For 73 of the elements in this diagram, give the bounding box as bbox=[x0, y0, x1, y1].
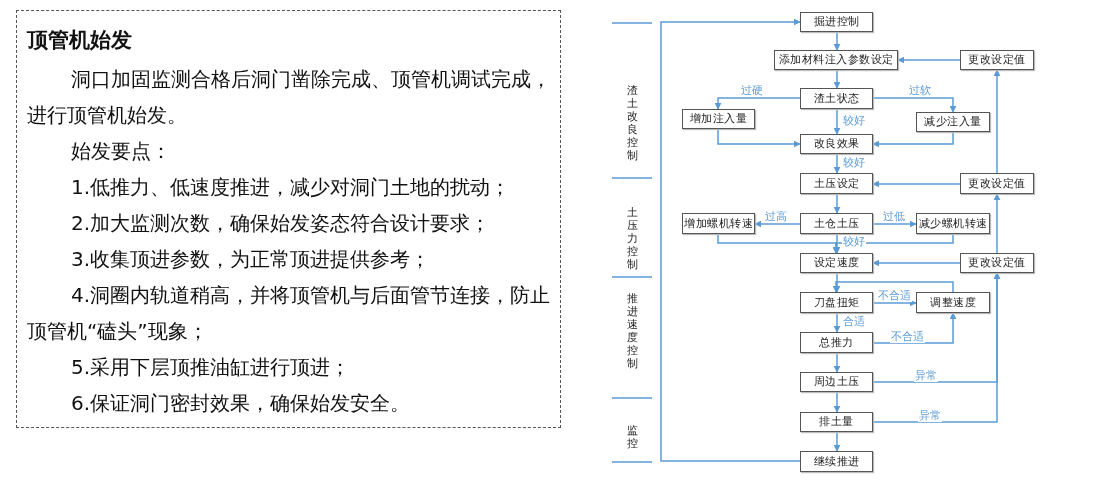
arrow bbox=[717, 128, 801, 148]
process-box: 更改设定值 bbox=[960, 173, 1034, 194]
edge-label: 不合适 bbox=[877, 289, 912, 302]
arrow bbox=[872, 299, 917, 307]
process-box: 调整速度 bbox=[916, 292, 990, 313]
process-box: 土仓土压 bbox=[800, 213, 873, 234]
arrow bbox=[872, 312, 957, 344]
arrow bbox=[754, 220, 801, 228]
process-box: 添加材料注入参数设定 bbox=[774, 50, 898, 70]
process-box: 总推力 bbox=[800, 332, 873, 353]
process-box: 减少注入量 bbox=[916, 112, 990, 132]
edge-label: 不合适 bbox=[890, 330, 925, 343]
edge-label: 合适 bbox=[842, 315, 866, 328]
list-item: 2.加大监测次数，确保始发姿态符合设计要求； bbox=[70, 210, 492, 237]
process-box: 刀盘扭矩 bbox=[800, 292, 873, 313]
section-label: 监控 bbox=[626, 424, 638, 450]
arrow bbox=[872, 131, 954, 148]
process-box: 渣土状态 bbox=[800, 88, 873, 109]
edge-label: 较好 bbox=[842, 156, 866, 169]
arrow bbox=[993, 69, 1001, 174]
edge-label: 异常 bbox=[918, 409, 942, 422]
process-box: 土压设定 bbox=[800, 173, 873, 194]
arrow bbox=[872, 97, 957, 113]
paragraph: 洞口加固监测合格后洞门凿除完成、顶管机调试完成，进行顶管机始发。 bbox=[27, 66, 552, 129]
arrow bbox=[897, 56, 961, 64]
section-label: 推进速度控制 bbox=[626, 292, 638, 370]
process-box: 周边土压 bbox=[800, 372, 873, 392]
arrow bbox=[833, 312, 841, 333]
process-box: 设定速度 bbox=[800, 253, 873, 273]
arrow bbox=[660, 18, 801, 462]
arrow bbox=[833, 153, 841, 174]
panel-heading: 顶管机始发 bbox=[27, 27, 133, 54]
list-item: 4.洞圈内轨道稍高，并将顶管机与后面管节连接，防止顶管机“磕头”现象； bbox=[27, 282, 552, 345]
arrow bbox=[993, 193, 1001, 254]
list-item: 1.低推力、低速度推进，减少对洞门土地的扰动； bbox=[70, 174, 512, 201]
edge-label: 较好 bbox=[842, 235, 866, 248]
process-box: 增加注入量 bbox=[682, 109, 755, 129]
edge-label: 过硬 bbox=[740, 84, 764, 97]
list-item: 6.保证洞门密封效果，确保始发安全。 bbox=[70, 390, 412, 417]
arrow bbox=[833, 193, 841, 214]
arrow bbox=[832, 281, 954, 293]
section-label: 土压力控制 bbox=[626, 206, 638, 271]
arrow bbox=[714, 97, 801, 110]
process-box: 更改设定值 bbox=[960, 253, 1034, 273]
process-box: 排土量 bbox=[800, 412, 873, 432]
paragraph: 始发要点： bbox=[70, 138, 172, 165]
list-item: 5.采用下层顶推油缸进行顶进； bbox=[70, 354, 352, 381]
arrow bbox=[872, 259, 961, 267]
edge-label: 较好 bbox=[842, 114, 866, 127]
process-box: 继续推进 bbox=[800, 451, 873, 472]
process-box: 改良效果 bbox=[800, 134, 873, 154]
process-box: 增加螺机转速 bbox=[682, 213, 755, 234]
process-box: 减少螺机转速 bbox=[916, 213, 990, 234]
arrow bbox=[833, 69, 841, 89]
process-box: 掘进控制 bbox=[800, 12, 873, 32]
arrow bbox=[872, 180, 961, 188]
arrow bbox=[872, 220, 917, 228]
arrow bbox=[872, 272, 1001, 423]
process-box: 更改设定值 bbox=[960, 50, 1034, 70]
arrow bbox=[833, 431, 841, 452]
edge-label: 过低 bbox=[882, 210, 906, 223]
section-label: 渣土改良控制 bbox=[626, 84, 638, 162]
list-item: 3.收集顶进参数，为正常顶进提供参考； bbox=[70, 246, 432, 273]
edge-label: 异常 bbox=[914, 369, 938, 382]
edge-label: 过高 bbox=[764, 210, 788, 223]
arrow bbox=[833, 272, 841, 293]
arrow bbox=[833, 31, 841, 51]
text-panel bbox=[16, 10, 561, 428]
arrow bbox=[833, 391, 841, 413]
arrow bbox=[833, 352, 841, 373]
arrow bbox=[833, 108, 841, 135]
edge-label: 过软 bbox=[908, 84, 932, 97]
arrow bbox=[833, 233, 841, 254]
